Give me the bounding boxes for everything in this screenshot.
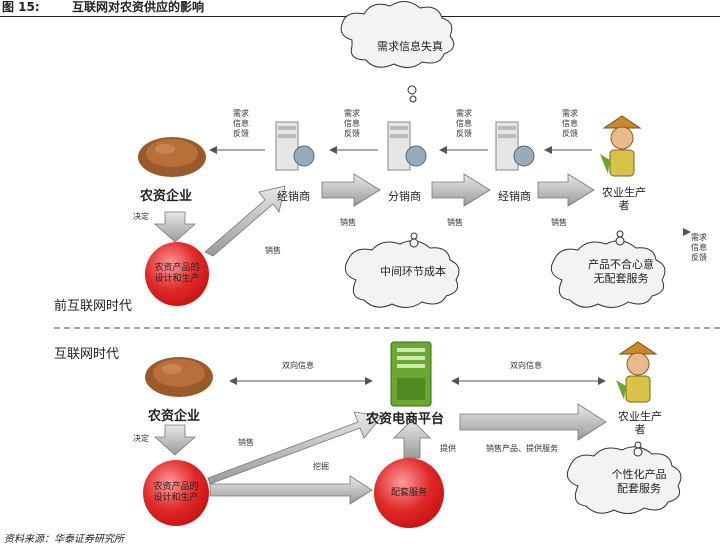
server-icon <box>275 121 315 171</box>
flow-arrows-top <box>153 173 595 257</box>
feedback-label: 需求 信息 反馈 <box>344 109 360 138</box>
figure-title: 互联网对农资供应的影响 <box>72 0 205 14</box>
sales-label-bottom: 销售 <box>238 438 254 447</box>
bidirectional-info-label: 双向信息 <box>282 361 314 370</box>
cloud-demand-text: 需求信息失真 <box>377 40 443 53</box>
sales-label: 销售 <box>340 218 356 227</box>
supporting-service-text: 配套服务 <box>390 487 427 498</box>
cloud-cost-text: 中间环节成本 <box>380 265 446 278</box>
pre-internet-era-label: 前互联网时代 <box>54 299 133 314</box>
provide-label: 提供 <box>440 444 456 453</box>
figure-number: 图 15: <box>2 0 40 14</box>
design-production-text: 农资产品的 设计和生产 <box>154 263 200 284</box>
server-icon <box>495 121 535 171</box>
server-icon <box>387 121 427 171</box>
feedback-label: 需求 信息 反馈 <box>562 109 578 138</box>
sales-label: 销售 <box>551 218 567 227</box>
supporting-service-circle: 配套服务 <box>374 458 444 528</box>
sales-label: 销售 <box>447 218 463 227</box>
design-production-text-bottom: 农资产品的 设计和生产 <box>153 482 199 503</box>
agri-company-label-bottom: 农资企业 <box>148 409 201 424</box>
sales-label: 销售 <box>265 246 281 255</box>
seeds-icon-bottom <box>145 357 213 397</box>
agri-company-label: 农资企业 <box>140 189 193 204</box>
decide-label-bottom: 决定 <box>133 434 149 443</box>
farmer-icon <box>600 115 642 177</box>
feedback-label: 需求 信息 反馈 <box>233 109 249 138</box>
dealer-label: 经销商 <box>498 190 531 203</box>
design-production-circle: 农资产品的 设计和生产 <box>145 242 209 306</box>
farmer-icon-bottom <box>616 341 658 403</box>
decide-label: 决定 <box>133 212 149 221</box>
flow-arrows-bottom <box>153 403 607 505</box>
cloud-personalized <box>566 441 682 514</box>
design-production-circle-bottom: 农资产品的 设计和生产 <box>143 460 209 526</box>
cloud-service-text: 产品不合心意 无配套服务 <box>588 258 654 285</box>
feedback-label: 需求 信息 反馈 <box>456 109 472 138</box>
cloud-middle-cost <box>344 232 460 308</box>
distributor-label: 分销商 <box>388 190 421 203</box>
farmer-label-bottom: 农业生产 者 <box>618 410 662 436</box>
source-note: 资料来源：华泰证券研究所 <box>4 534 124 545</box>
feedback-label: 需求 信息 反馈 <box>691 233 707 262</box>
internet-era-label: 互联网时代 <box>54 347 120 362</box>
cloud-product-mismatch <box>550 230 666 308</box>
cloud-demand-distortion <box>340 1 455 103</box>
feedback-arrows <box>209 146 592 154</box>
cloud-personalized-text: 个性化产品 配套服务 <box>611 468 667 495</box>
platform-label: 农资电商平台 <box>366 412 445 427</box>
platform-server-icon <box>390 341 432 407</box>
mining-label: 挖掘 <box>313 462 329 471</box>
sell-service-label: 销售产品、提供服务 <box>486 444 558 453</box>
dealer-label: 经销商 <box>277 190 310 203</box>
seeds-icon <box>138 137 206 177</box>
bidirectional-info-label: 双向信息 <box>510 361 542 370</box>
farmer-label: 农业生产 者 <box>602 186 646 212</box>
